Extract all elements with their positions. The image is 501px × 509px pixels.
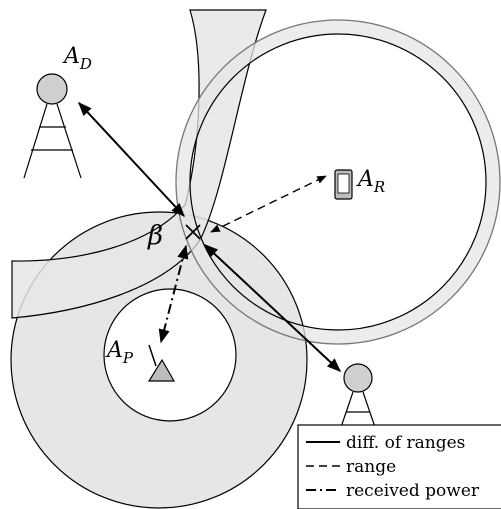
diff-ranges-arrow-ad [78,101,185,218]
received-power-arrow-ap [158,244,189,344]
diff-ranges-arrow-bottom [203,244,342,372]
legend-label-dashdot: received power [346,481,480,501]
legend: diff. of ranges range received power [297,424,501,509]
label-ad: AD [62,44,92,73]
hyperbola-band-region [11,9,267,319]
anchor-r-device-icon [334,169,353,200]
label-ap: AP [105,338,134,367]
legend-box [297,424,501,509]
target-cross-marker [185,224,201,240]
label-ar: AR [356,167,385,196]
anchor-p-triangle-icon [147,344,176,382]
range-arrow-ar [210,175,327,233]
legend-label-dashed: range [346,457,396,477]
legend-label-solid: diff. of ranges [346,433,465,453]
anchor-bottom-tower-icon [339,363,377,431]
label-beta: β [147,221,163,251]
anchor-d-tower-icon [23,73,82,179]
